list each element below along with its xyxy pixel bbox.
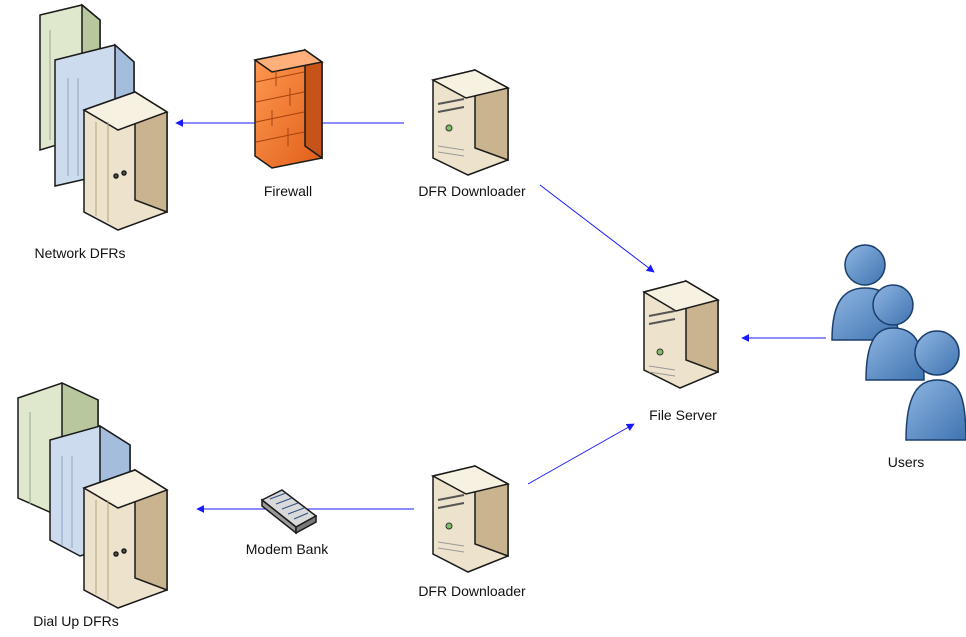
file-server-icon (642, 279, 720, 389)
dfr-downloader-bottom-server-icon (430, 464, 511, 573)
modem-bank-icon (260, 489, 318, 535)
dfr-downloader-top-label: DFR Downloader (418, 183, 526, 199)
dial-up-dfrs-rack-stack-icon (17, 381, 169, 609)
firewall-icon (253, 48, 324, 169)
network-dfrs-rack-stack-icon (39, 3, 169, 231)
file-server-label: File Server (649, 407, 717, 423)
firewall-label: Firewall (263, 183, 313, 199)
dial-up-dfrs-label: Dial Up DFRs (33, 613, 119, 629)
arrow-downloader-to-file-server-bottom (527, 423, 635, 485)
network-dfrs-label: Network DFRs (34, 245, 126, 261)
dfr-downloader-bottom-label: DFR Downloader (418, 583, 526, 599)
dfr-downloader-top-server-icon (430, 68, 511, 176)
users-label: Users (887, 454, 925, 470)
arrow-downloader-to-file-server (539, 184, 655, 273)
users-group-icon (831, 244, 966, 441)
modem-bank-label: Modem Bank (245, 541, 329, 557)
